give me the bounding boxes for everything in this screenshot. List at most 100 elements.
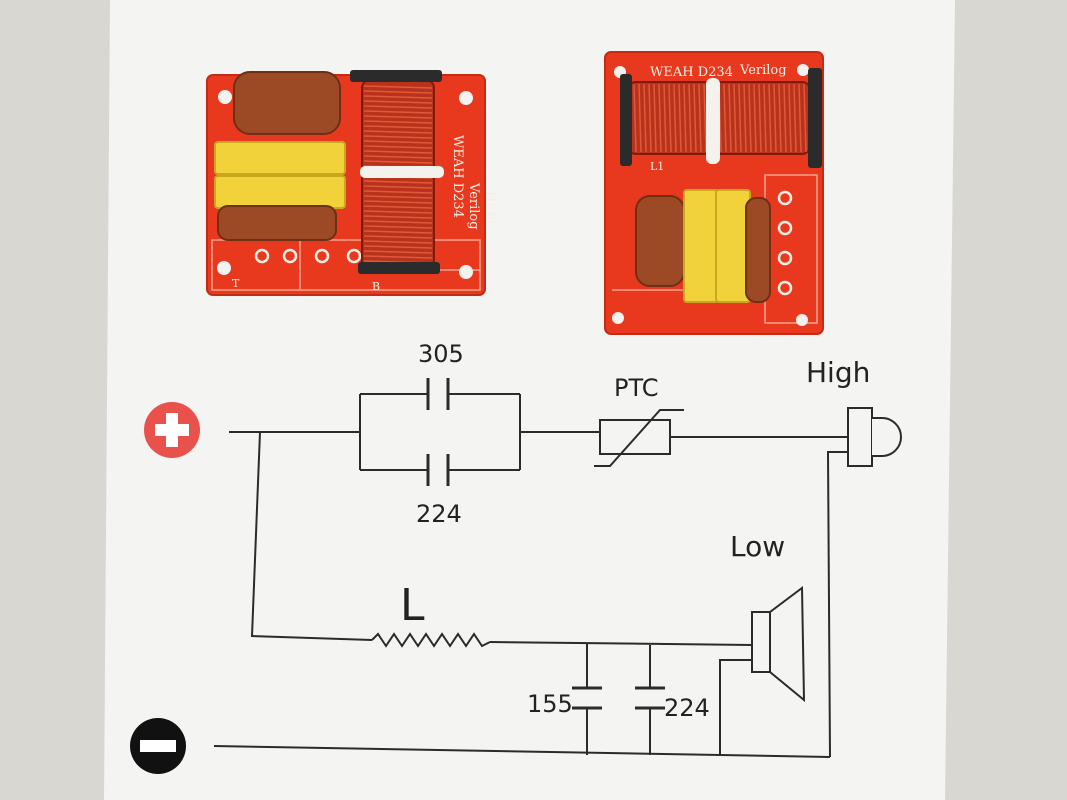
pcb-right-brown-capacitor — [635, 195, 685, 287]
coil-winding — [783, 83, 787, 153]
pcb-right-pad — [777, 250, 793, 266]
coil-winding — [663, 83, 667, 153]
pcb-left-pad — [314, 248, 330, 264]
pcb-right-hole — [797, 64, 809, 76]
coil-winding — [363, 155, 433, 159]
coil-winding — [778, 83, 782, 153]
wire-to-inductor — [250, 431, 373, 641]
coil-winding — [363, 220, 433, 224]
coil-winding — [363, 125, 433, 129]
pcb-left-bobbin-top — [350, 70, 442, 82]
pcb-left-hole — [459, 265, 473, 279]
pcb-left: WEAH D234 Verilog Hi-Fi T B — [206, 70, 497, 296]
label-cap-224-top: 224 — [416, 500, 462, 528]
coil-winding — [363, 200, 433, 204]
coil-winding — [363, 160, 433, 164]
pcb-right-bobbin-left — [620, 74, 632, 166]
pcb-left-hole — [217, 261, 231, 275]
pcb-right-hole — [612, 312, 624, 324]
wire-tweeter-return — [826, 451, 848, 758]
pcb-left-cable-tie — [360, 166, 444, 178]
coil-winding — [363, 250, 433, 254]
coil-winding — [363, 105, 433, 109]
label-cap-305: 305 — [418, 340, 464, 368]
pcb-left-trace — [211, 239, 481, 291]
minus-icon — [140, 740, 176, 752]
pcb-left-silkscreen: WEAH D234 Verilog Hi-Fi — [450, 135, 497, 230]
coil-winding — [363, 120, 433, 124]
pcb-left-silkscreen-line-2: Verilog — [466, 182, 481, 230]
negative-terminal — [130, 718, 186, 774]
coil-winding — [363, 115, 433, 119]
wire-negative-rail — [213, 745, 831, 758]
coil-winding — [363, 245, 433, 249]
coil-winding — [638, 83, 642, 153]
tweeter-dome — [872, 417, 902, 457]
pcb-right-yellow-capacitor — [683, 189, 719, 303]
pcb-left-hole — [459, 91, 473, 105]
coil-winding — [673, 83, 677, 153]
pcb-right-pad — [777, 280, 793, 296]
coil-winding — [793, 83, 797, 153]
coil-winding — [788, 83, 792, 153]
positive-terminal — [144, 402, 200, 458]
pcb-left-yellow-capacitor — [214, 175, 346, 209]
coil-winding — [363, 190, 433, 194]
pcb-right-hole — [796, 314, 808, 326]
woofer-symbol — [751, 586, 806, 703]
pcb-left-pad — [346, 248, 362, 264]
coil-winding — [658, 83, 662, 153]
pcb-right-yellow-capacitor — [715, 189, 751, 303]
coil-winding — [363, 140, 433, 144]
pcb-left-pad — [254, 248, 270, 264]
pcb-left-yellow-capacitor — [214, 141, 346, 175]
coil-winding — [738, 83, 742, 153]
pcb-left-bobbin-bottom — [358, 262, 440, 274]
pcb-right: WEAH D234 Verilog L1 T — [604, 51, 824, 335]
coil-winding — [643, 83, 647, 153]
coil-winding — [668, 83, 672, 153]
coil-winding — [728, 83, 732, 153]
coil-winding — [688, 83, 692, 153]
tweeter-body — [847, 407, 873, 467]
pcb-right-silkscreen-line-2: Verilog — [739, 63, 787, 78]
coil-winding — [363, 225, 433, 229]
coil-winding — [763, 83, 767, 153]
coil-winding — [653, 83, 657, 153]
coil-winding — [768, 83, 772, 153]
coil-winding — [363, 150, 433, 154]
schematic-capacitors — [426, 378, 665, 710]
pcb-left-silkscreen-line-3: Hi-Fi — [482, 191, 497, 224]
pcb-left-mark-b: B — [372, 280, 380, 293]
ptc-symbol — [594, 409, 684, 467]
coil-winding — [363, 205, 433, 209]
coil-winding — [723, 83, 727, 153]
pcb-right-bobbin-right — [808, 68, 822, 168]
coil-winding — [748, 83, 752, 153]
label-low: Low — [730, 530, 785, 563]
woofer-cone — [769, 586, 806, 703]
inductor-symbol — [371, 632, 491, 648]
coil-winding — [363, 180, 433, 184]
coil-winding — [693, 83, 697, 153]
coil-winding — [363, 135, 433, 139]
coil-winding — [363, 230, 433, 234]
pcb-right-silkscreen-line-3: L1 — [650, 160, 664, 173]
coil-winding — [363, 215, 433, 219]
pcb-right-pad — [777, 220, 793, 236]
coil-winding — [363, 100, 433, 104]
wire-woofer-return — [719, 659, 752, 756]
coil-winding — [803, 83, 807, 153]
label-inductor: L — [400, 580, 425, 631]
coil-winding — [798, 83, 802, 153]
coil-winding — [363, 85, 433, 89]
pcb-right-brown-capacitor-2 — [745, 197, 771, 303]
pcb-right-cable-tie — [706, 78, 720, 164]
pcb-left-silkscreen-line-1: WEAH D234 — [450, 135, 465, 218]
coil-winding — [363, 90, 433, 94]
pcb-left-hole — [218, 90, 232, 104]
label-cap-224-low: 224 — [664, 694, 710, 722]
coil-winding — [363, 95, 433, 99]
label-high: High — [806, 356, 870, 389]
